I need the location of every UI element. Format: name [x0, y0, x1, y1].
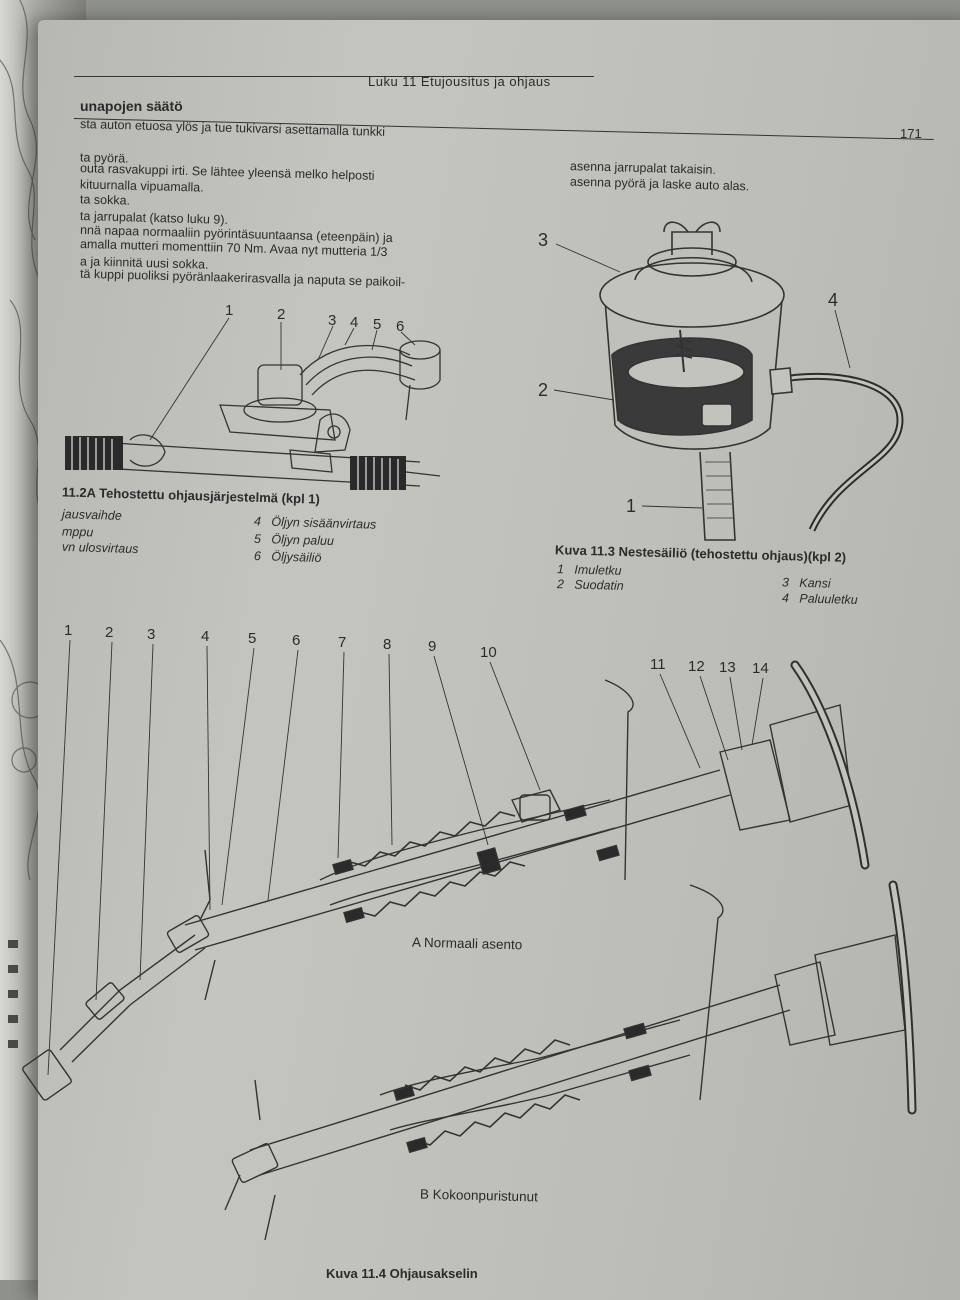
- fig-11-2a-legend-item: 5 Öljyn paluu: [253, 531, 335, 549]
- fig-11-2a-legend-item: jausvaihde: [61, 507, 122, 523]
- fig-11-4-callout: 8: [383, 636, 392, 653]
- page-number: 171: [900, 126, 922, 141]
- fig-11-2a-callout: 4: [350, 314, 359, 331]
- fig-11-4-label-a: A Normaali asento: [411, 934, 523, 953]
- header-rule: [74, 76, 594, 77]
- fig-11-2a-legend-item: 6 Öljysäiliö: [253, 549, 322, 565]
- fig-11-2a-callout: 6: [396, 318, 405, 335]
- chapter-header: Luku 11 Etujousitus ja ohjaus: [368, 74, 551, 89]
- fig-11-2a-callout: 5: [373, 316, 382, 333]
- fig-11-4-callout: 1: [64, 622, 73, 639]
- fig-11-2a-legend-item: vn ulosvirtaus: [61, 539, 139, 557]
- fig-11-4-label-b: B Kokoonpuristunut: [419, 1186, 539, 1205]
- fig-11-3-callout: 3: [538, 230, 549, 250]
- fig-11-4-callout: 9: [428, 638, 437, 655]
- fig-11-3-callout: 1: [626, 496, 637, 516]
- body-line: ta sokka.: [79, 192, 131, 208]
- fig-11-2a-callout: 2: [277, 306, 286, 323]
- fig-11-4-callout: 3: [147, 626, 156, 643]
- fig-11-3-callout: 2: [538, 380, 549, 400]
- fig-11-2a-callout: 1: [225, 302, 234, 319]
- fig-11-4-callout: 11: [650, 656, 666, 673]
- fig-11-4-callout: 6: [292, 632, 301, 649]
- fig-11-3-legend-item: 2 Suodatin: [556, 577, 624, 593]
- fig-11-3-legend-item: 3 Kansi: [781, 575, 831, 591]
- fig-11-4-callout: 4: [201, 628, 210, 645]
- fig-11-4-callout: 14: [752, 660, 769, 677]
- body-line: kituurnalla vipuamalla.: [79, 177, 204, 195]
- fig-11-4-callout: 10: [480, 644, 497, 661]
- fig-11-3-legend-item: 4 Paluuletku: [781, 591, 858, 607]
- fig-11-4-callout: 2: [105, 624, 114, 641]
- fig-11-4-caption: Kuva 11.4 Ohjausakselin: [326, 1266, 478, 1281]
- fig-11-4-callout: 12: [688, 658, 705, 675]
- fig-11-4-callout: 13: [719, 659, 736, 676]
- fig-11-2a-callout: 3: [328, 312, 337, 329]
- fig-11-4-callout: 5: [248, 630, 257, 647]
- fig-11-3-legend-item: 1 Imuletku: [556, 562, 622, 578]
- facing-page-ornament: [0, 0, 49, 1048]
- fig-11-2a-legend-item: mppu: [61, 524, 94, 540]
- fig-11-4-callout: 7: [338, 634, 347, 651]
- section-title: unapojen säätö: [80, 98, 183, 114]
- fig-11-3-callout: 4: [828, 290, 839, 310]
